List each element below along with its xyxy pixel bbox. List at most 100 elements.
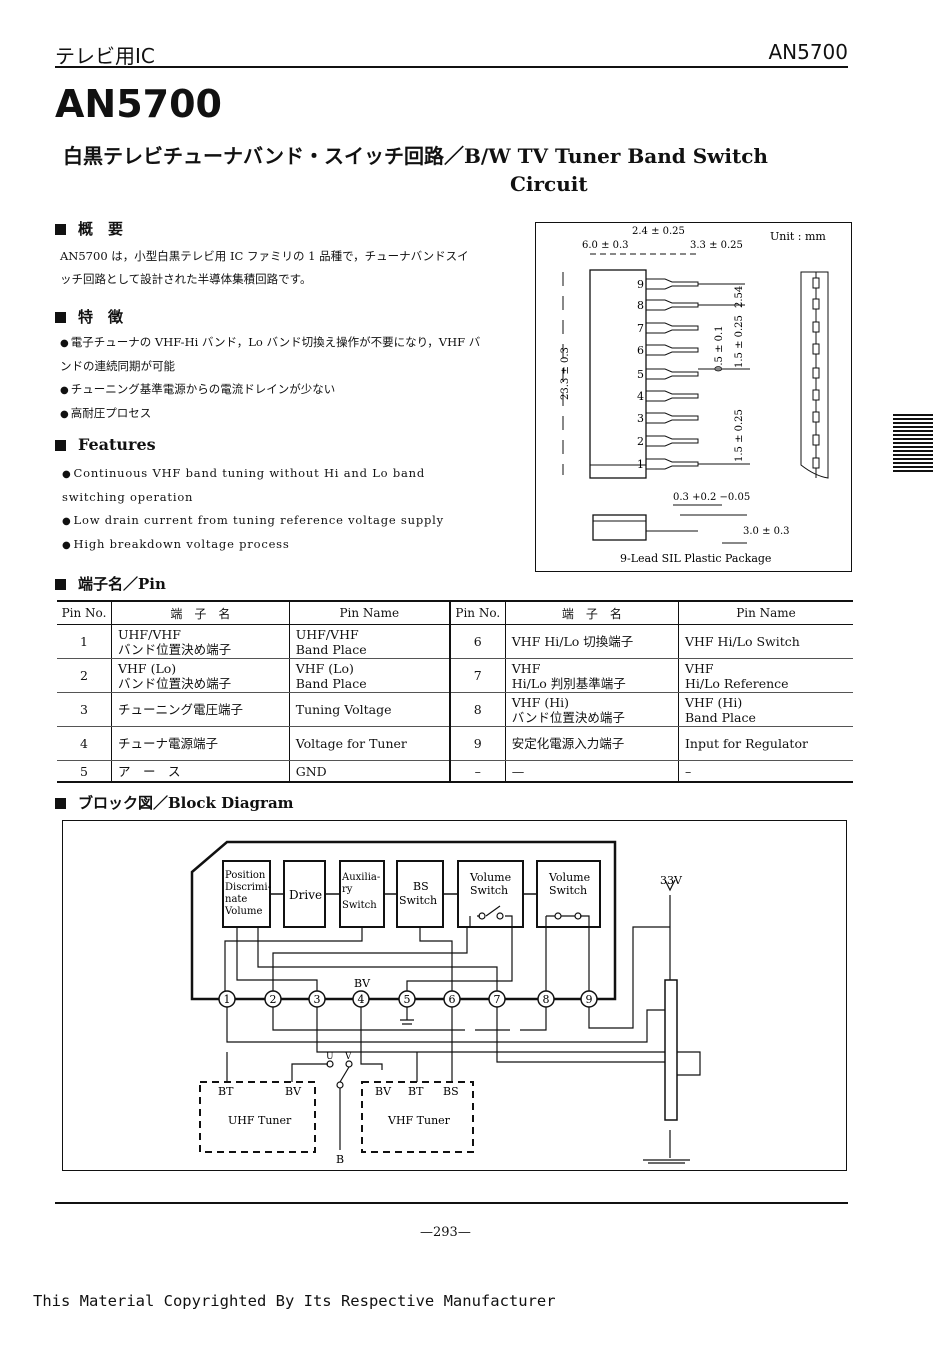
table-header-row: Pin No. 端 子 名 Pin Name Pin No. 端 子 名 Pin… — [57, 600, 853, 625]
svg-text:Auxilia-: Auxilia- — [341, 872, 380, 883]
table-cell: チューニング電圧端子 — [111, 692, 290, 727]
block-labels: Position Discrimi- nate Volume Drive Aux… — [224, 870, 590, 917]
dim-label: 2.54 — [734, 286, 745, 308]
block-auxiliary-switch — [339, 860, 385, 928]
col-header: Pin No. — [57, 600, 112, 625]
ic-pin-label: 5 — [404, 993, 411, 1006]
page-number: —293— — [420, 1225, 471, 1240]
package-outline-drawing: Unit : mm 2.4 ± 0.25 6.0 ± 0.3 3.3 ± 0.2… — [535, 222, 852, 572]
svg-text:Position: Position — [225, 870, 266, 881]
package-pin-number: 9 — [637, 278, 644, 291]
package-lead — [646, 390, 699, 402]
vhf-tuner-box — [361, 1081, 474, 1153]
svg-text:Volume: Volume — [469, 871, 511, 884]
col-header: Pin Name — [677, 600, 853, 625]
svg-text:Drive: Drive — [289, 888, 322, 902]
dim-label: 3.0 ± 0.3 — [743, 526, 790, 537]
ic-pin-3 — [308, 990, 326, 1008]
side-lead — [812, 277, 820, 289]
table-cell: VHF (Hi) Band Place — [677, 692, 853, 727]
package-pin-number: 8 — [637, 299, 644, 312]
ic-pin-9 — [580, 990, 598, 1008]
table-cell: 7 — [448, 658, 506, 693]
side-lead — [812, 411, 820, 423]
svg-text:ry: ry — [342, 884, 353, 895]
uhf-tuner-label: UHF Tuner — [228, 1114, 292, 1127]
header-rule — [55, 66, 848, 68]
feature-jp-item: チューニング基準電源からの電流ドレインが少ない — [60, 378, 485, 402]
ic-pin-label: 2 — [270, 993, 277, 1006]
package-caption: 9-Lead SIL Plastic Package — [620, 552, 771, 565]
potentiometer — [664, 979, 678, 1121]
table-cell: VHF (Lo) Band Place — [288, 658, 450, 693]
dim-label: 2.4 ± 0.25 — [632, 226, 685, 237]
ic-pin-2 — [264, 990, 282, 1008]
ic-pin-label: 6 — [449, 993, 456, 1006]
table-cell: チューナ電源端子 — [111, 726, 290, 761]
ic-pin-8 — [537, 990, 555, 1008]
col-header: 端 子 名 — [504, 600, 679, 625]
ic-pin-6 — [443, 990, 461, 1008]
package-lead — [646, 278, 699, 290]
uhf-tuner-box — [199, 1081, 316, 1153]
package-lead — [646, 322, 699, 334]
bv-label: BV — [354, 977, 371, 990]
subtitle-line1: 白黒テレビチューナバンド・スイッチ回路／B/W TV Tuner Band Sw… — [63, 144, 768, 168]
table-cell: – — [448, 760, 506, 783]
svg-text:Volume: Volume — [224, 906, 262, 917]
dim-label: 6.0 ± 0.3 — [582, 240, 629, 251]
col-header: Pin No. — [448, 600, 506, 625]
package-lead — [646, 368, 699, 380]
package-pin-number: 3 — [637, 412, 644, 425]
table-cell: UHF/VHF バンド位置決め端子 — [111, 624, 290, 659]
table-cell: 6 — [448, 624, 506, 659]
side-lead — [812, 389, 820, 401]
side-lead — [812, 321, 820, 333]
table-cell: 安定化電源入力端子 — [504, 726, 679, 761]
package-pin-number: 5 — [637, 368, 644, 381]
svg-text:BS: BS — [443, 1085, 459, 1098]
table-cell: UHF/VHF Band Place — [288, 624, 450, 659]
switch-b-label: B — [336, 1153, 344, 1166]
overview-text: AN5700 は，小型白黒テレビ用 IC ファミリの 1 品種で，チューナバンド… — [60, 249, 469, 286]
svg-text:Switch: Switch — [399, 894, 437, 907]
table-cell: 4 — [57, 726, 112, 761]
side-lead — [812, 343, 820, 355]
features-en-heading: Features — [55, 435, 156, 454]
block-diagram-heading: ブロック図／Block Diagram — [55, 792, 294, 813]
side-lead — [812, 367, 820, 379]
svg-text:Volume: Volume — [548, 871, 590, 884]
pin-table: Pin No. 端 子 名 Pin Name Pin No. 端 子 名 Pin… — [57, 600, 853, 783]
table-cell: VHF Hi/Lo Reference — [677, 658, 853, 693]
table-cell: 5 — [57, 760, 112, 783]
package-lead — [646, 412, 699, 424]
footer-rule — [55, 1202, 848, 1204]
feature-en-item: Continuous VHF band tuning without Hi an… — [62, 462, 492, 509]
package-lead — [646, 299, 699, 311]
header-part-number: AN5700 — [768, 40, 848, 64]
header-category: テレビ用IC — [55, 44, 155, 68]
svg-text:nate: nate — [225, 894, 247, 905]
svg-text:BV: BV — [285, 1085, 302, 1098]
table-cell: Input for Regulator — [677, 726, 853, 761]
table-cell: 8 — [448, 692, 506, 727]
col-header: Pin Name — [288, 600, 450, 625]
table-cell: VHF (Hi) バンド位置決め端子 — [504, 692, 679, 727]
package-pin-number: 7 — [637, 322, 644, 335]
svg-text:BV: BV — [375, 1085, 392, 1098]
feature-jp-item: 電子チューナの VHF-Hi バンド，Lo バンド切換え操作が不要になり，VHF… — [60, 331, 485, 378]
pin-heading: 端子名／Pin — [55, 573, 166, 594]
feature-jp-item: 高耐圧プロセス — [60, 402, 485, 426]
table-cell: Tuning Voltage — [288, 692, 450, 727]
package-pin-number: 2 — [637, 435, 644, 448]
table-cell: — — [504, 760, 679, 783]
svg-text:Switch: Switch — [470, 884, 508, 897]
table-cell: 9 — [448, 726, 506, 761]
block-drive — [283, 860, 326, 928]
dim-label: 1.5 ± 0.25 — [734, 315, 745, 368]
package-pin-number: 1 — [637, 458, 644, 471]
